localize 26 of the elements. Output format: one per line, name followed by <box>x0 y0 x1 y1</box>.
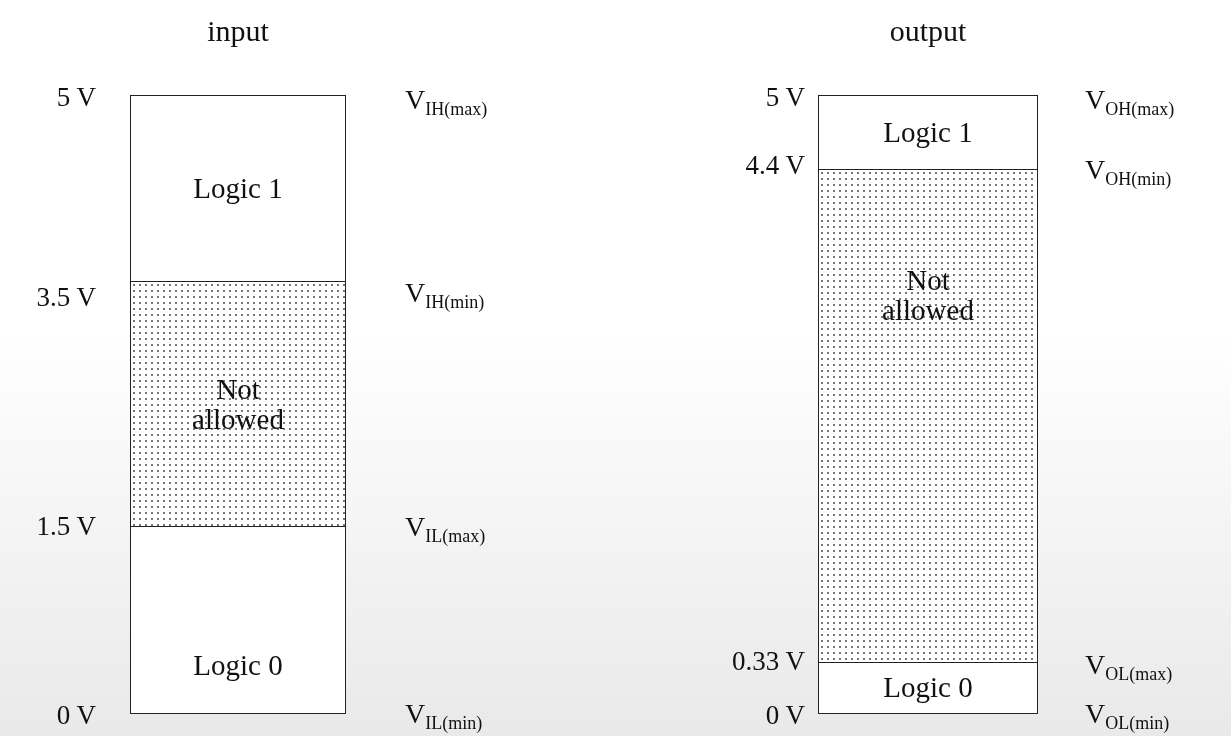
dotted-region <box>819 169 1037 662</box>
region-label: Logic 1 <box>193 173 283 204</box>
voltage-value: 3.5 V <box>36 282 96 313</box>
region-label: Not allowed <box>191 373 285 435</box>
column-heading: output <box>888 14 968 48</box>
region-label: Not allowed <box>881 265 975 326</box>
voltage-value: 0 V <box>56 700 96 731</box>
voltage-value: 5 V <box>56 82 96 113</box>
voltage-value: 1.5 V <box>36 511 96 542</box>
voltage-value: 5 V <box>765 82 805 113</box>
column-heading: input <box>206 14 270 48</box>
voltage-value: 4.4 V <box>745 150 805 181</box>
voltage-symbol: V$_{IL(min)}$ <box>405 698 483 734</box>
voltage-symbol: V$_{OH(max)}$ <box>1085 84 1175 120</box>
region-label: Logic 0 <box>883 672 973 703</box>
voltage-symbol: V$_{IH(min)}$ <box>405 277 485 313</box>
voltage-symbol: V$_{IL(max)}$ <box>405 511 486 547</box>
voltage-symbol: V$_{OL(max)}$ <box>1085 649 1173 685</box>
region-label: Logic 1 <box>883 117 973 148</box>
voltage-value: 0.33 V <box>732 646 805 677</box>
voltage-symbol: V$_{OH(min)}$ <box>1085 154 1172 190</box>
voltage-symbol: V$_{IH(max)}$ <box>405 84 488 120</box>
voltage-value: 0 V <box>765 700 805 731</box>
dotted-region <box>131 281 345 526</box>
voltage-symbol: V$_{OL(min)}$ <box>1085 698 1170 734</box>
region-label: Logic 0 <box>193 649 283 680</box>
